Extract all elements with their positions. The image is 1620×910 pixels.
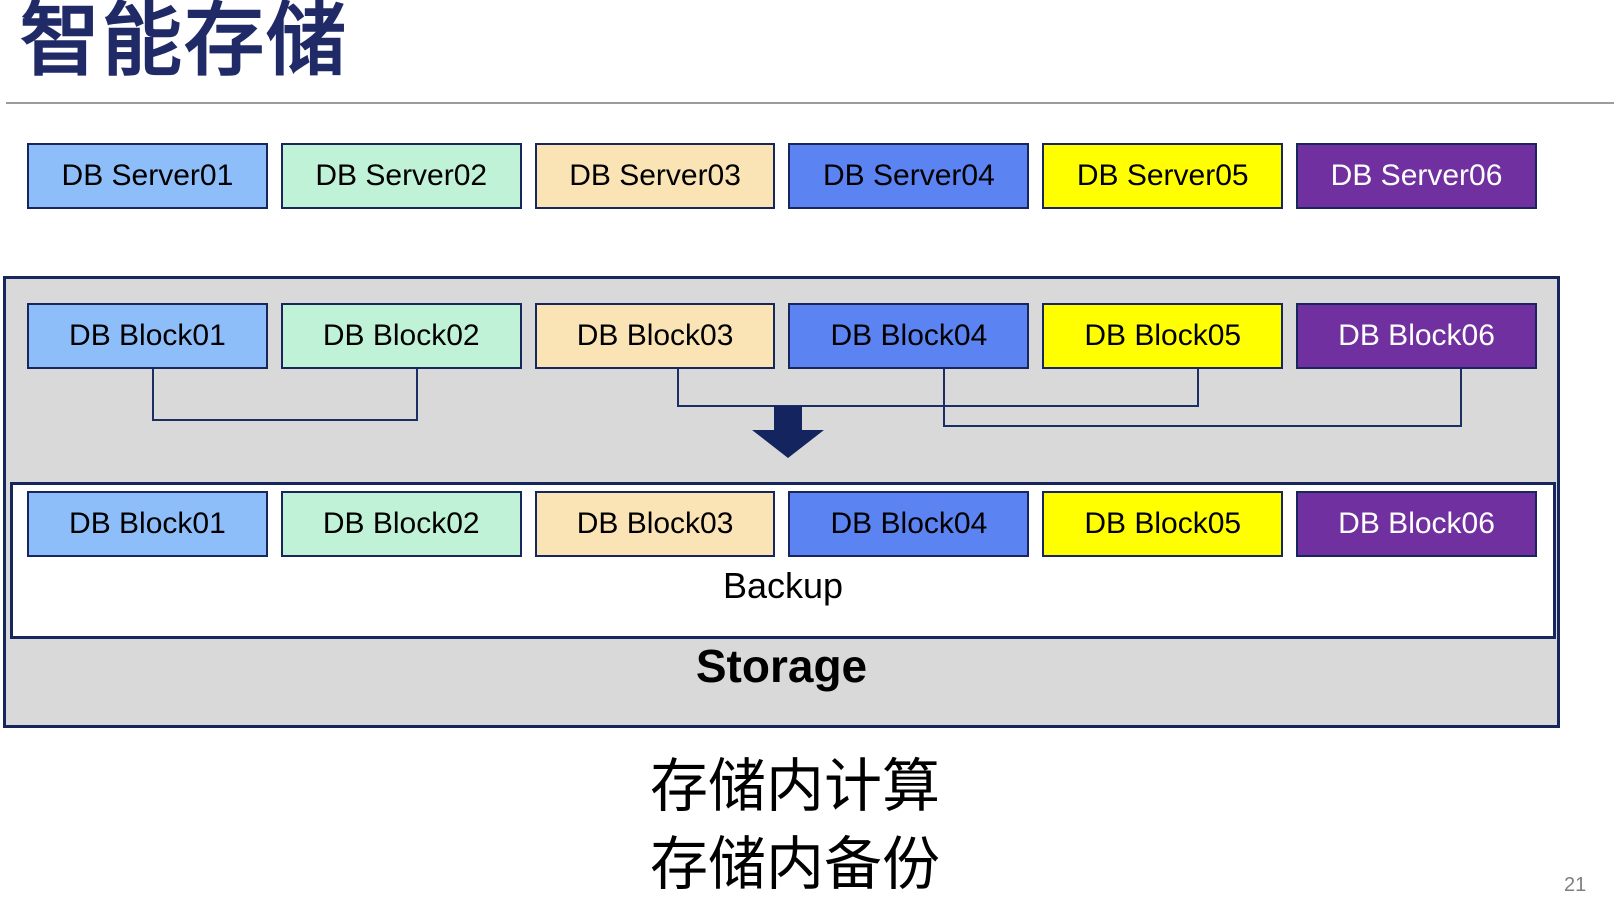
db-block-03-box: DB Block03	[534, 303, 776, 369]
backup-db-block-06-box: DB Block06	[1296, 491, 1537, 557]
db-block-01-box: DB Block01	[27, 303, 268, 369]
db-server-01-box: DB Server01	[27, 143, 268, 209]
db-server-05-box: DB Server05	[1042, 143, 1284, 209]
db-block-06-box: DB Block06	[1296, 303, 1537, 369]
page-title: 智能存储	[20, 0, 348, 85]
caption-line-2: 存储内备份	[650, 832, 941, 897]
title-underline	[6, 102, 1614, 104]
db-server-03-box: DB Server03	[534, 143, 776, 209]
caption-line-1: 存储内计算	[650, 754, 941, 819]
db-block-row-top: DB Block01 DB Block02 DB Block03 DB Bloc…	[27, 303, 1537, 369]
db-block-05-box: DB Block05	[1042, 303, 1284, 369]
db-server-04-box: DB Server04	[788, 143, 1030, 209]
db-server-row: DB Server01 DB Server02 DB Server03 DB S…	[27, 143, 1537, 209]
caption: 存储内计算 存储内备份	[650, 748, 940, 904]
down-arrow-icon	[752, 406, 824, 458]
db-block-02-box: DB Block02	[280, 303, 522, 369]
backup-db-block-05-box: DB Block05	[1042, 491, 1284, 557]
db-block-04-box: DB Block04	[788, 303, 1030, 369]
db-server-06-box: DB Server06	[1296, 143, 1537, 209]
storage-container: DB Block01 DB Block02 DB Block03 DB Bloc…	[3, 276, 1560, 728]
connector-line-block03-block05	[677, 369, 1199, 407]
page-number: 21	[1564, 874, 1587, 896]
db-block-row-backup: DB Block01 DB Block02 DB Block03 DB Bloc…	[27, 491, 1537, 557]
backup-label: Backup	[722, 565, 844, 606]
db-server-02-box: DB Server02	[280, 143, 522, 209]
storage-label: Storage	[695, 640, 868, 692]
connector-line-block01-block02	[152, 369, 418, 421]
backup-db-block-03-box: DB Block03	[534, 491, 776, 557]
backup-db-block-01-box: DB Block01	[27, 491, 268, 557]
backup-box: DB Block01 DB Block02 DB Block03 DB Bloc…	[10, 482, 1556, 639]
connector-line-block04-block06	[943, 369, 1462, 427]
backup-db-block-02-box: DB Block02	[280, 491, 522, 557]
backup-db-block-04-box: DB Block04	[788, 491, 1030, 557]
